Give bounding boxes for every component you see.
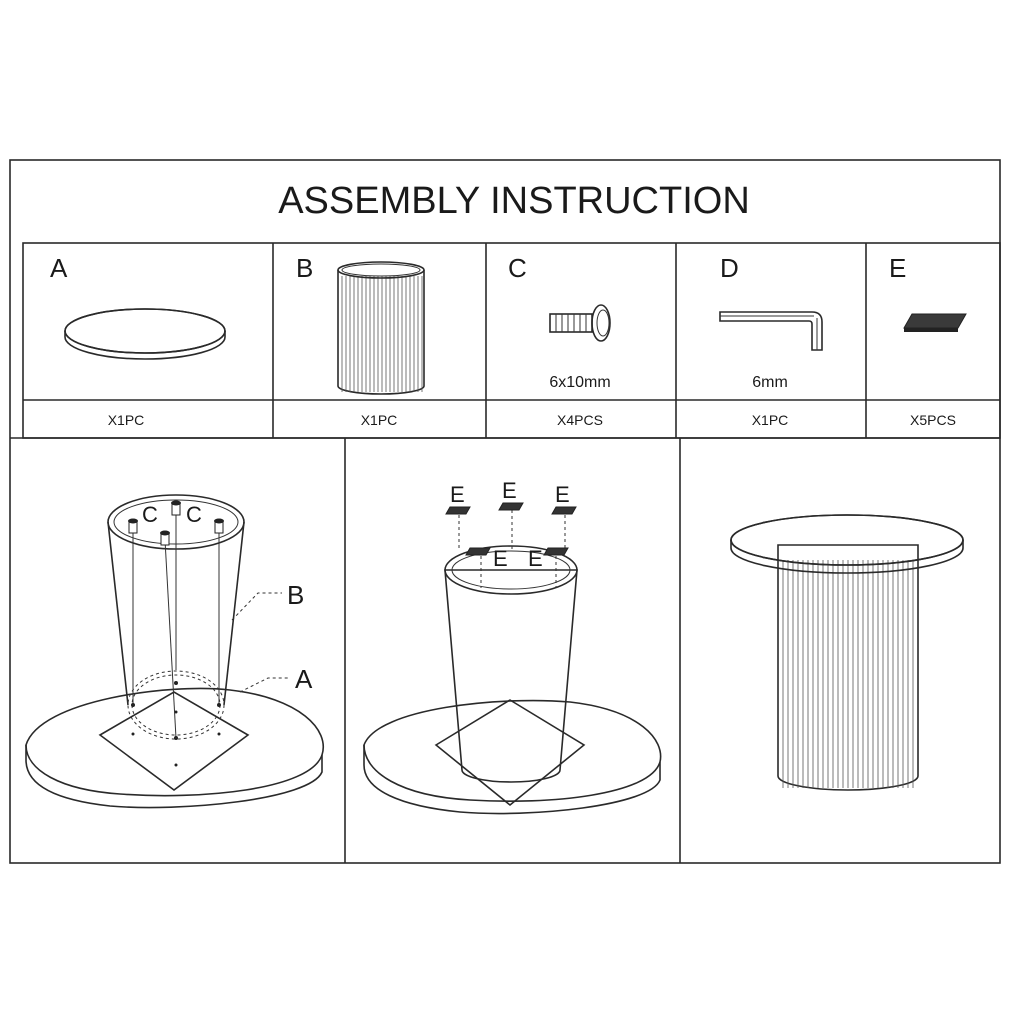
felt-pad-icon <box>445 506 471 515</box>
bolt-icon <box>214 518 224 534</box>
callout-label: E <box>493 546 508 571</box>
part-e-cell: E X5PCS <box>889 253 967 428</box>
part-letter: A <box>50 253 68 283</box>
callout-label: E <box>528 546 543 571</box>
callout-label: B <box>287 580 304 610</box>
part-qty: X1PC <box>108 412 145 428</box>
callout-label: E <box>450 482 465 507</box>
part-letter: B <box>296 253 313 283</box>
felt-pads <box>445 502 577 588</box>
felt-pad-icon <box>543 547 569 556</box>
callout-label: A <box>295 664 313 694</box>
mounting-plate <box>434 699 586 807</box>
part-a-cell: A X1PC <box>50 253 226 428</box>
felt-pad-icon <box>903 313 967 332</box>
felt-pad-icon <box>498 502 524 511</box>
callout-label: C <box>186 502 202 527</box>
bolts-c <box>128 500 224 767</box>
bolt-icon <box>171 500 181 516</box>
part-d-cell: D 6mm X1PC <box>719 253 823 428</box>
step-2-panel: E E E E E <box>363 478 662 815</box>
tabletop-icon <box>25 687 325 809</box>
mounting-plate <box>98 691 250 791</box>
allen-key-icon <box>719 311 823 351</box>
part-qty: X1PC <box>752 412 789 428</box>
part-spec: 6mm <box>752 374 788 391</box>
bolt-icon <box>549 304 611 342</box>
part-letter: D <box>720 253 739 283</box>
felt-pad-icon <box>551 506 577 515</box>
part-c-cell: C 6x10mm X4PCS <box>508 253 611 428</box>
part-spec: 6x10mm <box>549 374 610 391</box>
callout-label: E <box>555 482 570 507</box>
felt-pad-icon <box>465 547 491 556</box>
page-title: ASSEMBLY INSTRUCTION <box>278 180 750 222</box>
column-b-solid <box>444 545 578 783</box>
bolt-icon <box>160 530 170 546</box>
bolt-icon <box>128 518 138 534</box>
part-qty: X4PCS <box>557 412 603 428</box>
tabletop-icon <box>64 308 226 360</box>
step-1-panel: C C B A <box>25 494 325 809</box>
assembled-table-icon <box>730 514 964 791</box>
callout-label: C <box>142 502 158 527</box>
part-letter: E <box>889 253 906 283</box>
part-b-cell: B X1PC <box>296 253 425 428</box>
outer-frame <box>9 159 1001 864</box>
fluted-column-icon <box>337 261 425 395</box>
part-qty: X5PCS <box>910 412 956 428</box>
tabletop-icon <box>363 699 662 815</box>
callout-label: E <box>502 478 517 503</box>
part-qty: X1PC <box>361 412 398 428</box>
step-3-panel <box>730 514 964 791</box>
part-letter: C <box>508 253 527 283</box>
